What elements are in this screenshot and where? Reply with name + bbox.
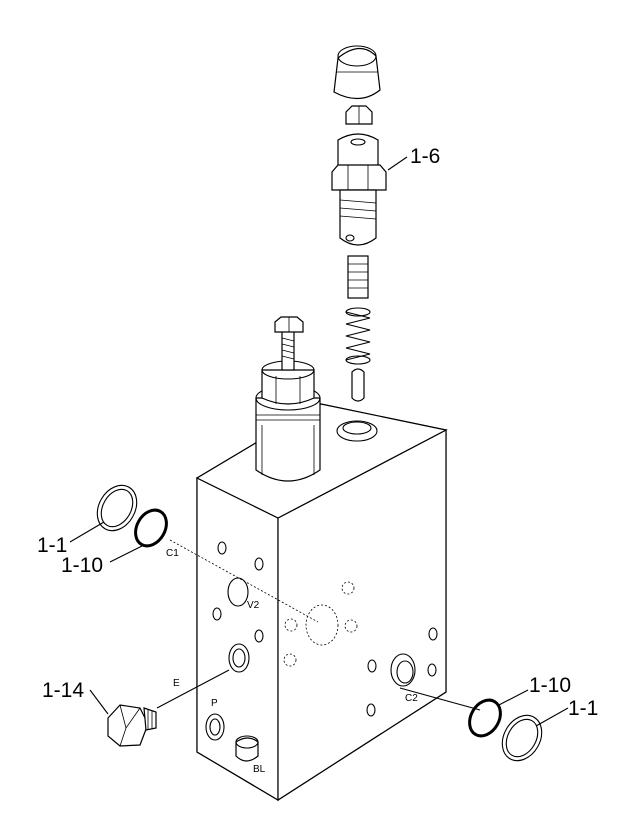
o-ring-left [134,508,168,548]
callout-1-14: 1-14 [42,679,84,702]
port-label-e: E [173,678,180,689]
callout-1-10-left: 1-10 [61,554,103,577]
right-face-holes [366,627,438,717]
c1-hidden-port [305,604,339,646]
backup-ring-right [501,714,543,762]
top-cavity [336,420,378,442]
bl-plug [235,735,259,762]
plug-1-14 [107,704,157,747]
port-label-c1: C1 [166,548,179,559]
callout-1-10-right: 1-10 [529,674,571,697]
adjuster-cartridge [331,133,387,246]
callout-1-1-left: 1-1 [37,534,67,557]
port-label-v2: V2 [247,600,260,611]
port-label-p: P [211,698,218,709]
cartridge-cap [333,45,381,100]
manifold-block [195,403,448,802]
pin [351,368,365,402]
port-label-c2: C2 [405,693,418,704]
relief-valve-cartridge [255,316,321,482]
front-face-holes [205,541,264,741]
lock-nut [345,105,373,125]
callout-1-1-right: 1-1 [568,697,598,720]
backup-ring-left [96,484,138,532]
spring [345,307,371,365]
leader-lines [69,156,569,727]
hidden-hole-4 [283,653,297,667]
o-ring-right [468,698,502,738]
hidden-hole-2 [344,619,358,633]
hidden-hole-3 [284,618,298,632]
port-label-bl: BL [253,764,266,775]
hidden-hole-1 [341,581,355,595]
poppet [347,255,369,299]
callout-1-6: 1-6 [410,145,440,168]
